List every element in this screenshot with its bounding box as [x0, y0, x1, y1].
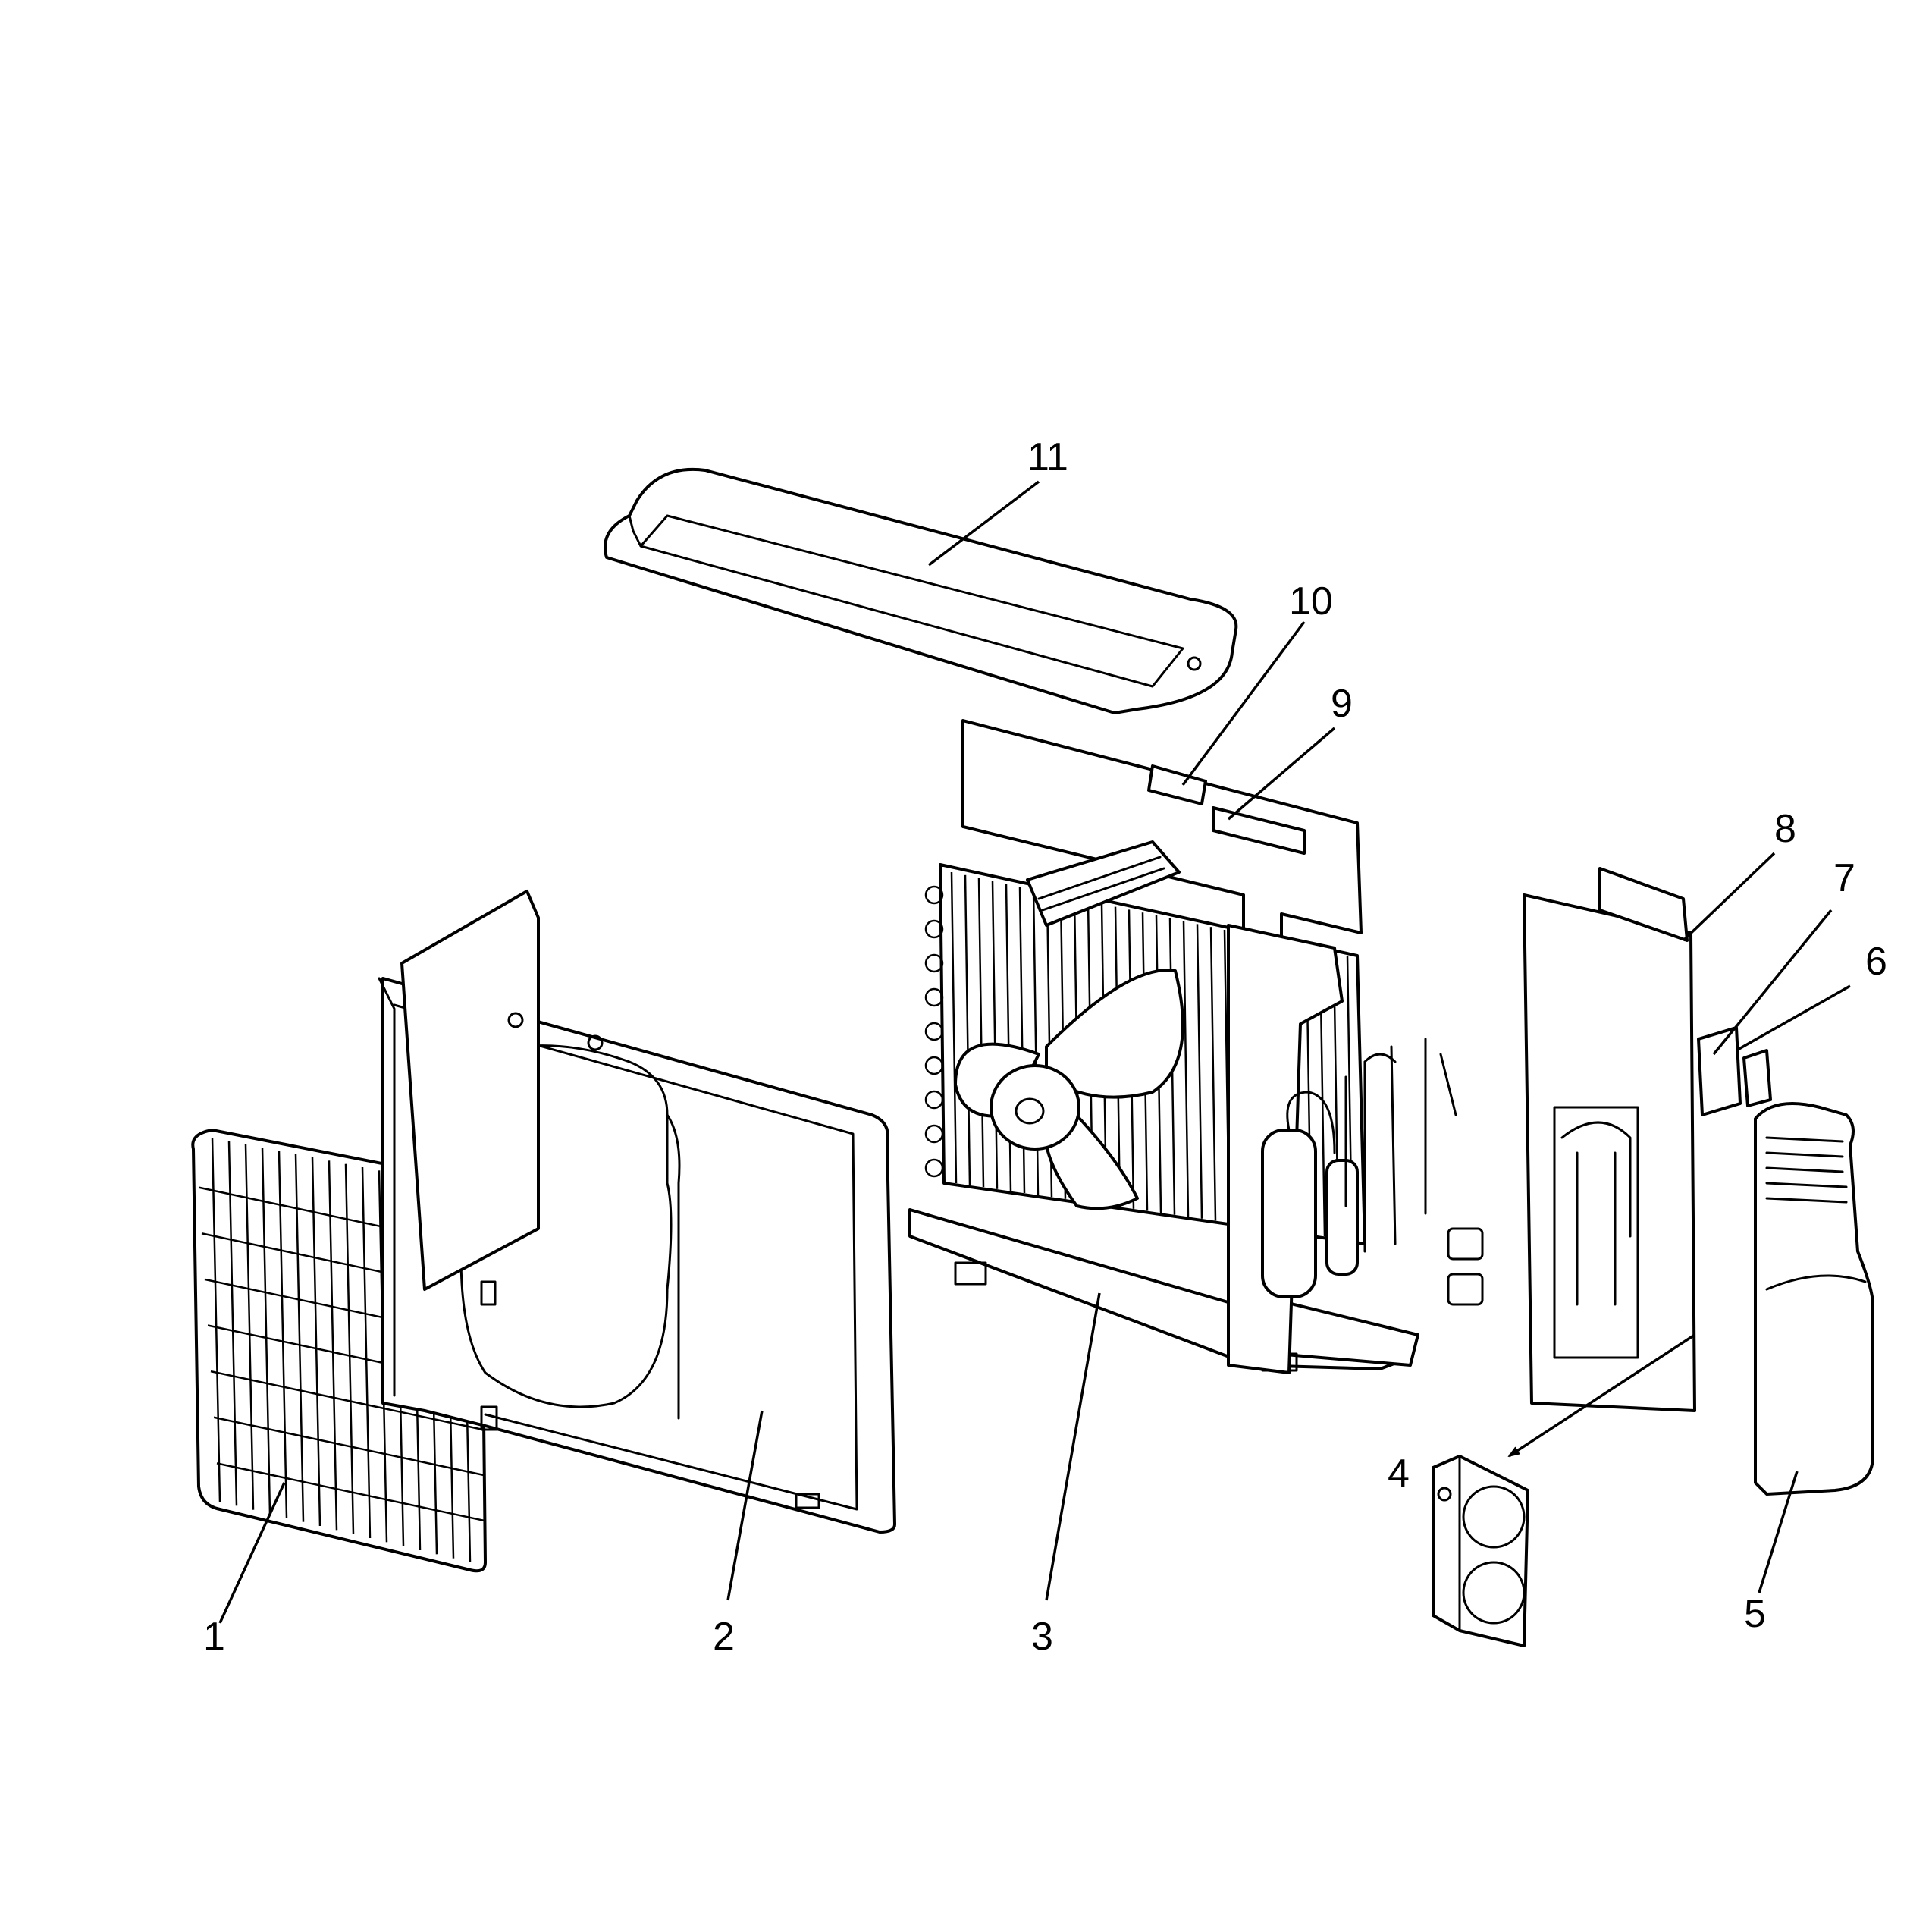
callout-1: 1 — [203, 1615, 225, 1659]
leader-4 — [1507, 1333, 1695, 1458]
callout-10: 10 — [1289, 579, 1333, 623]
leader-3 — [1045, 1292, 1101, 1601]
leader-9 — [1227, 727, 1336, 821]
part-side-panel — [1523, 867, 1696, 1412]
leader-5 — [1758, 1471, 1799, 1593]
part-valve-cover — [1754, 1102, 1874, 1496]
leader-10 — [1181, 620, 1306, 786]
leader-2 — [726, 1410, 764, 1601]
callout-4: 4 — [1388, 1452, 1410, 1496]
callout-9: 9 — [1331, 682, 1353, 726]
leader-8 — [1682, 852, 1776, 942]
part-top-panel — [604, 467, 1238, 714]
part-chassis-assembly — [908, 719, 1484, 1374]
callout-11: 11 — [1027, 435, 1068, 479]
callout-2: 2 — [713, 1615, 735, 1659]
callout-5: 5 — [1744, 1592, 1766, 1636]
leader-lines — [218, 480, 1851, 1624]
callout-labels: 1 2 3 4 5 6 7 8 9 10 11 — [203, 435, 1887, 1659]
leader-6 — [1736, 984, 1851, 1052]
leader-1 — [218, 1482, 286, 1624]
part-partition-plate — [1212, 806, 1306, 855]
part-small-cover — [1697, 1026, 1742, 1116]
part-bracket — [1432, 1455, 1529, 1647]
callout-3: 3 — [1031, 1615, 1053, 1659]
callout-6: 6 — [1865, 940, 1887, 984]
leader-11 — [927, 480, 1040, 567]
leader-7 — [1712, 909, 1833, 1056]
callout-7: 7 — [1833, 856, 1855, 900]
part-tag — [1742, 1049, 1772, 1107]
part-front-panel — [378, 890, 896, 1534]
callout-8: 8 — [1774, 807, 1796, 851]
